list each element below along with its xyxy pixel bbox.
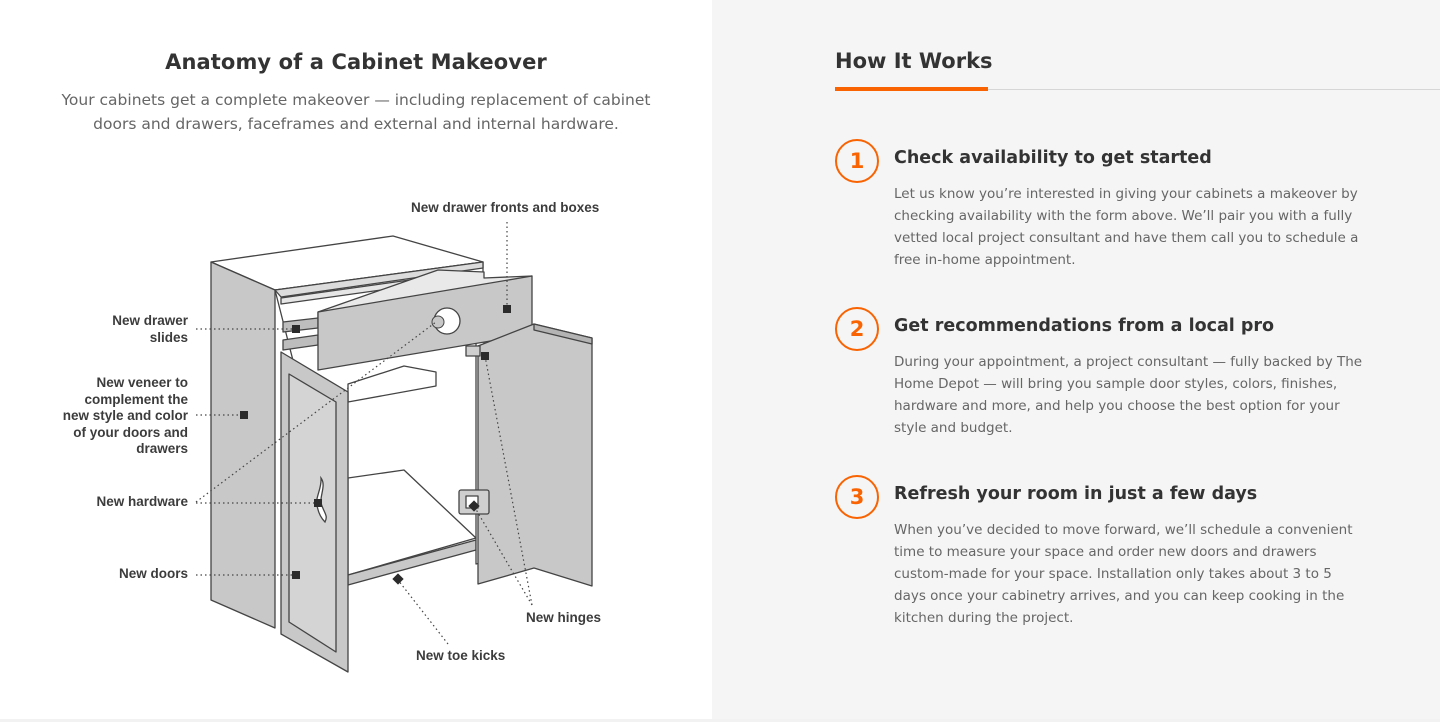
marker-hinge-bottom [468, 500, 480, 512]
step-description: When you’ve decided to move forward, we’… [894, 522, 1353, 626]
step-number-badge: 1 [835, 139, 879, 183]
callout-hardware: New hardware [96, 494, 188, 509]
left-side-panel [210, 261, 276, 629]
step-description: During your appointment, a project consu… [894, 354, 1363, 436]
callout-hinges: New hinges [526, 610, 602, 625]
title-rule [835, 89, 1440, 90]
step-title: Check availability to get started [894, 148, 1212, 168]
marker-hardware [314, 499, 322, 507]
step-description: Let us know you’re interested in giving … [894, 186, 1359, 268]
leader-hinges-1 [484, 355, 533, 606]
leader-hardware-1 [195, 321, 437, 503]
callout-drawer-slides: New drawer slides [112, 313, 188, 345]
callout-doors: New doors [118, 566, 188, 581]
cabinet-illustration [195, 222, 593, 673]
callout-drawer-fronts: New drawer fronts and boxes [411, 200, 600, 215]
marker-hinge-top [481, 352, 489, 360]
callout-toe-kicks: New toe kicks [416, 648, 506, 663]
how-it-works-panel [712, 0, 1440, 722]
marker-toe-kicks [392, 573, 404, 585]
marker-veneer [240, 411, 248, 419]
how-it-works-title: How It Works [835, 49, 993, 73]
left-door-panel [288, 373, 337, 653]
step-title: Refresh your room in just a few days [894, 484, 1258, 504]
right-door [477, 323, 593, 587]
diagram-title: Anatomy of a Cabinet Makeover [165, 50, 547, 74]
callout-veneer: New veneer to complement the new style a… [62, 375, 188, 456]
leader-hinges-2 [473, 505, 533, 606]
step-3: 3 Refresh your room in just a few days W… [835, 475, 1375, 645]
marker-doors [292, 571, 300, 579]
step-1: 1 Check availability to get started Let … [835, 139, 1375, 289]
step-number-badge: 2 [835, 307, 879, 351]
title-accent-bar [835, 87, 988, 91]
diagram-subtitle: Your cabinets get a complete makeover — … [61, 91, 651, 133]
marker-drawer-fronts [503, 305, 511, 313]
section-divider [0, 719, 1440, 722]
step-2: 2 Get recommendations from a local pro D… [835, 307, 1375, 457]
leader-toe-kicks [397, 579, 449, 645]
step-number-badge: 3 [835, 475, 879, 519]
face-frame-top [274, 261, 484, 298]
door-handle [315, 475, 327, 524]
step-title: Get recommendations from a local pro [894, 316, 1275, 336]
marker-drawer-slides [292, 325, 300, 333]
